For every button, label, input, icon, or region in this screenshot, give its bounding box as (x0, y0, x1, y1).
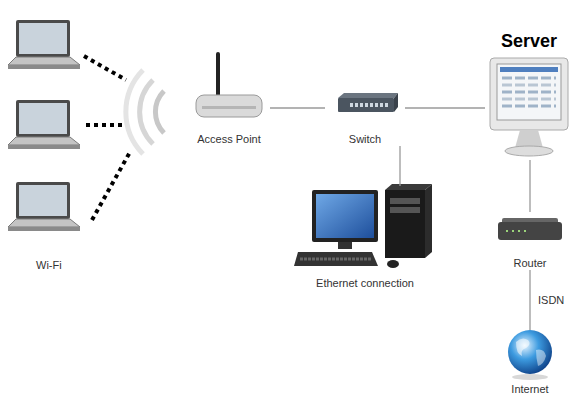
switch-body (338, 98, 394, 112)
screen-row (502, 91, 556, 94)
pc-monitor-stand (338, 242, 352, 249)
switch-ports (350, 103, 390, 107)
laptop-icon (8, 20, 80, 69)
globe-continent (536, 350, 546, 366)
network-node: Internet (495, 330, 565, 396)
network-link (399, 146, 400, 186)
wireless-link (84, 56, 126, 80)
screen-row (502, 98, 556, 101)
antenna (216, 52, 220, 98)
tower-side (425, 184, 432, 258)
node-heading: Server (501, 30, 557, 52)
screen-row (502, 84, 556, 87)
drive-bay (390, 207, 420, 213)
monitor-screen (497, 64, 561, 120)
network-node: Router (492, 212, 568, 270)
network-node: Access Point (188, 50, 270, 146)
pc-monitor (312, 190, 378, 242)
router-lights (506, 230, 530, 232)
signal-wave (155, 91, 164, 133)
screen-titlebar (500, 67, 558, 72)
node-label: Switch (349, 132, 381, 146)
access-point-lights (202, 106, 256, 109)
pc-tower (385, 190, 425, 258)
network-node: Server (485, 30, 573, 160)
network-link (405, 107, 485, 108)
node-label: Internet (511, 382, 548, 396)
laptop-icon (8, 182, 80, 231)
keyboard-keys (300, 258, 372, 261)
network-link (529, 160, 530, 212)
signal-wave (140, 80, 153, 144)
globe (508, 330, 552, 374)
network-link (529, 270, 530, 330)
globe-shadow (512, 374, 548, 380)
wireless-link (92, 152, 130, 220)
mouse (387, 260, 399, 268)
monitor-stand (515, 130, 543, 148)
screen-row (502, 77, 556, 80)
screen-row (502, 105, 556, 108)
free-label: Wi-Fi (36, 258, 62, 272)
link-label: ISDN (538, 293, 564, 307)
laptop-icon (8, 100, 80, 149)
switch-top (338, 93, 398, 98)
network-node: Ethernet connection (295, 186, 435, 290)
drive-bay (390, 198, 420, 204)
monitor-bezel (490, 58, 568, 130)
pc-screen (316, 194, 374, 238)
access-point-body (196, 95, 262, 117)
switch-side (394, 93, 398, 112)
network-node: Switch (325, 88, 405, 146)
globe-continent (516, 338, 530, 356)
node-label: Access Point (197, 132, 261, 146)
node-label: Ethernet connection (316, 276, 414, 290)
wireless-link (86, 123, 124, 127)
node-label: Router (513, 256, 546, 270)
monitor-foot (505, 146, 553, 156)
signal-wave (126, 70, 143, 154)
network-link (270, 107, 325, 108)
keyboard (294, 252, 378, 266)
tower-top (385, 184, 432, 190)
router-body (498, 222, 562, 240)
